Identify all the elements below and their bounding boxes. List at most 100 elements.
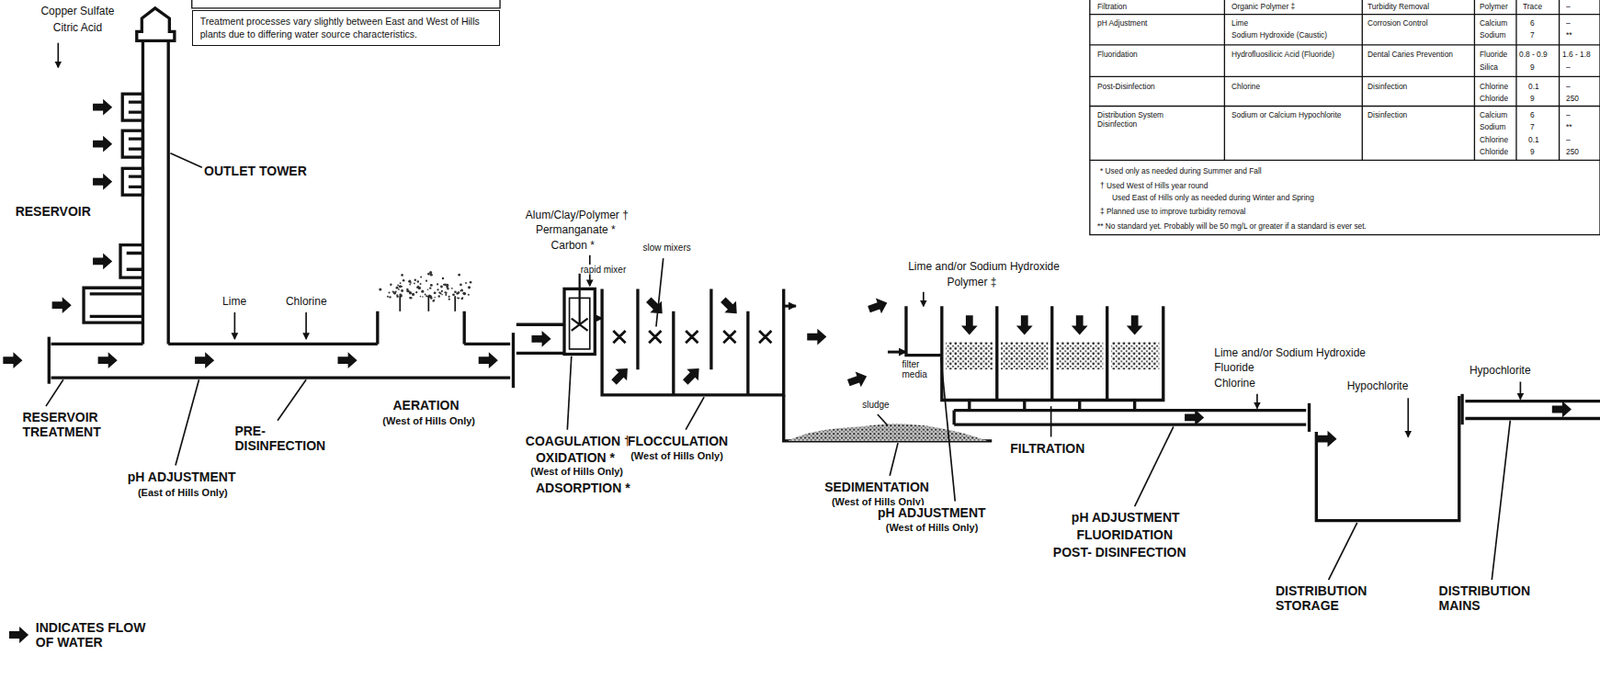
table-cell: pH Adjustment: [1097, 18, 1147, 28]
table-cell: Organic Polymer ‡: [1231, 1, 1295, 12]
rapid-mixer: rapid mixer: [564, 288, 595, 354]
process-label: pH ADJUSTMENT: [127, 469, 237, 485]
table-cell: Sodium: [1479, 122, 1506, 132]
table-cell: Disinfection: [1367, 81, 1408, 91]
chemical-feed-arrows: [57, 43, 1521, 438]
node-text: sludge: [862, 399, 889, 411]
process-label: ADSORPTION *: [535, 480, 631, 496]
table-cell: –: [1565, 62, 1571, 72]
table-cell: Calcium: [1479, 18, 1508, 28]
chemical-label: Carbon *: [551, 239, 595, 253]
filter-media: [787, 341, 1159, 442]
table-cell: Silica: [1479, 62, 1498, 72]
table-cell: Fluoridation: [1097, 49, 1138, 59]
table-cell: 9: [1530, 62, 1535, 72]
table-cell: Filtration: [1097, 1, 1127, 12]
table-cell: Chloride: [1479, 93, 1509, 103]
process-label: pH ADJUSTMENT: [1071, 510, 1181, 525]
table-cell: 0.8 - 0.9: [1519, 49, 1548, 59]
table-cell: Chlorine: [1479, 81, 1509, 91]
table-cell: Disinfection: [1367, 110, 1408, 120]
chemical-label: (West of Hills Only): [382, 415, 476, 428]
sedimentation-basin: sludge: [795, 306, 888, 442]
table-cell: 9: [1530, 147, 1535, 157]
flow-arrows: [2, 99, 1572, 644]
table-cell: Post-Disinfection: [1097, 81, 1156, 91]
flocculation-tank: slow mixers: [601, 288, 784, 395]
table-cell: Sodium: [1479, 30, 1506, 40]
chemical-label: Citric Acid: [53, 22, 103, 35]
chemical-label: Chlorine: [1214, 377, 1256, 391]
flow-connector: [887, 351, 907, 354]
table-cell: Dental Caries Prevention: [1367, 49, 1453, 59]
node-text: slow mixers: [643, 242, 692, 254]
table-cell: ** No standard yet. Probably will be 50 …: [1097, 221, 1367, 231]
process-label: FLOCCULATION: [627, 433, 728, 449]
table-cell: 250: [1565, 93, 1579, 103]
table-grid: [192, 0, 1600, 236]
table-cell: Chlorine: [1231, 81, 1260, 91]
table-cell: Chlorine: [1479, 135, 1509, 145]
process-label: POST- DISINFECTION: [1053, 544, 1187, 560]
table-cell: Calcium: [1479, 110, 1508, 120]
process-label: AERATION: [392, 397, 459, 413]
aeration-spray: [378, 271, 472, 312]
table-cell: 1.6 - 1.8: [1562, 49, 1591, 59]
process-label: DISTRIBUTION STORAGE: [1275, 583, 1368, 613]
pipework: [48, 8, 1600, 522]
table-cell: **: [1565, 122, 1573, 132]
legend-text: INDICATES FLOW OF WATER: [35, 620, 151, 650]
table-cell: –: [1565, 110, 1571, 120]
process-label: PRE- DISINFECTION: [234, 423, 326, 454]
note-box: Treatment processes vary slightly betwee…: [192, 10, 500, 46]
chemical-label: (West of Hills Only): [530, 465, 624, 478]
table-cell: Polymer: [1479, 1, 1509, 12]
chemical-label: (West of Hills Only): [885, 521, 979, 534]
table-cell: * Used only as needed during Summer and …: [1100, 166, 1262, 176]
chemical-label: Fluoride: [1214, 362, 1254, 375]
table-cell: 6: [1530, 110, 1535, 120]
leader-lines: [45, 153, 1510, 580]
flow-connector: [594, 317, 602, 320]
table-cell: –: [1565, 18, 1571, 28]
chemical-label: Polymer ‡: [946, 276, 997, 290]
table-cell: **: [1565, 30, 1573, 40]
table-cell: 7: [1530, 122, 1535, 132]
table-cell: 7: [1530, 30, 1535, 40]
filter-bed: filter media: [906, 306, 1164, 400]
table-cell: Fluoride: [1479, 49, 1508, 59]
node-text: Treatment processes vary slightly betwee…: [192, 11, 500, 46]
node-text: rapid mixer: [580, 264, 626, 276]
process-label: COAGULATION †: [525, 433, 632, 449]
table-cell: 250: [1565, 147, 1579, 157]
table-cell: –: [1565, 135, 1571, 145]
chemical-label: Hypochlorite: [1347, 380, 1409, 394]
chemical-label: Hypochlorite: [1469, 364, 1532, 378]
chemical-label: Permanganate *: [535, 224, 616, 238]
chemical-label: Lime and/or Sodium Hydroxide: [1214, 347, 1366, 361]
table-cell: Distribution System Disinfection: [1097, 110, 1187, 130]
process-label: OXIDATION *: [535, 450, 615, 466]
table-cell: 9: [1530, 93, 1535, 103]
table-cell: Turbidity Removal: [1367, 1, 1430, 12]
table-cell: 6: [1530, 18, 1535, 28]
table-cell: Sodium Hydroxide (Caustic): [1231, 30, 1328, 40]
node-text: filter media: [902, 359, 928, 381]
table-cell: Corrosion Control: [1367, 18, 1429, 28]
table-cell: Lime: [1231, 18, 1249, 28]
table-cell: Used East of Hills only as needed during…: [1112, 192, 1315, 203]
chemical-label: (East of Hills Only): [137, 487, 228, 500]
process-label: SEDIMENTATION: [824, 479, 930, 495]
table-cell: Trace: [1522, 1, 1543, 12]
process-label: RESERVOIR: [15, 204, 91, 219]
table-cell: ‡ Planned use to improve turbidity remov…: [1100, 206, 1246, 216]
chemical-label: Copper Sulfate: [40, 5, 114, 19]
table-cell: 0.1: [1528, 135, 1540, 145]
chemical-label: Lime and/or Sodium Hydroxide: [907, 260, 1060, 274]
flow-connector: [783, 305, 796, 308]
process-label: pH ADJUSTMENT: [877, 505, 987, 521]
table-cell: Hydrofluosilicic Acid (Fluoride): [1231, 49, 1335, 59]
table-cell: 0.1: [1528, 81, 1540, 91]
chemical-label: Chlorine: [285, 295, 328, 309]
table-cell: –: [1565, 81, 1571, 91]
